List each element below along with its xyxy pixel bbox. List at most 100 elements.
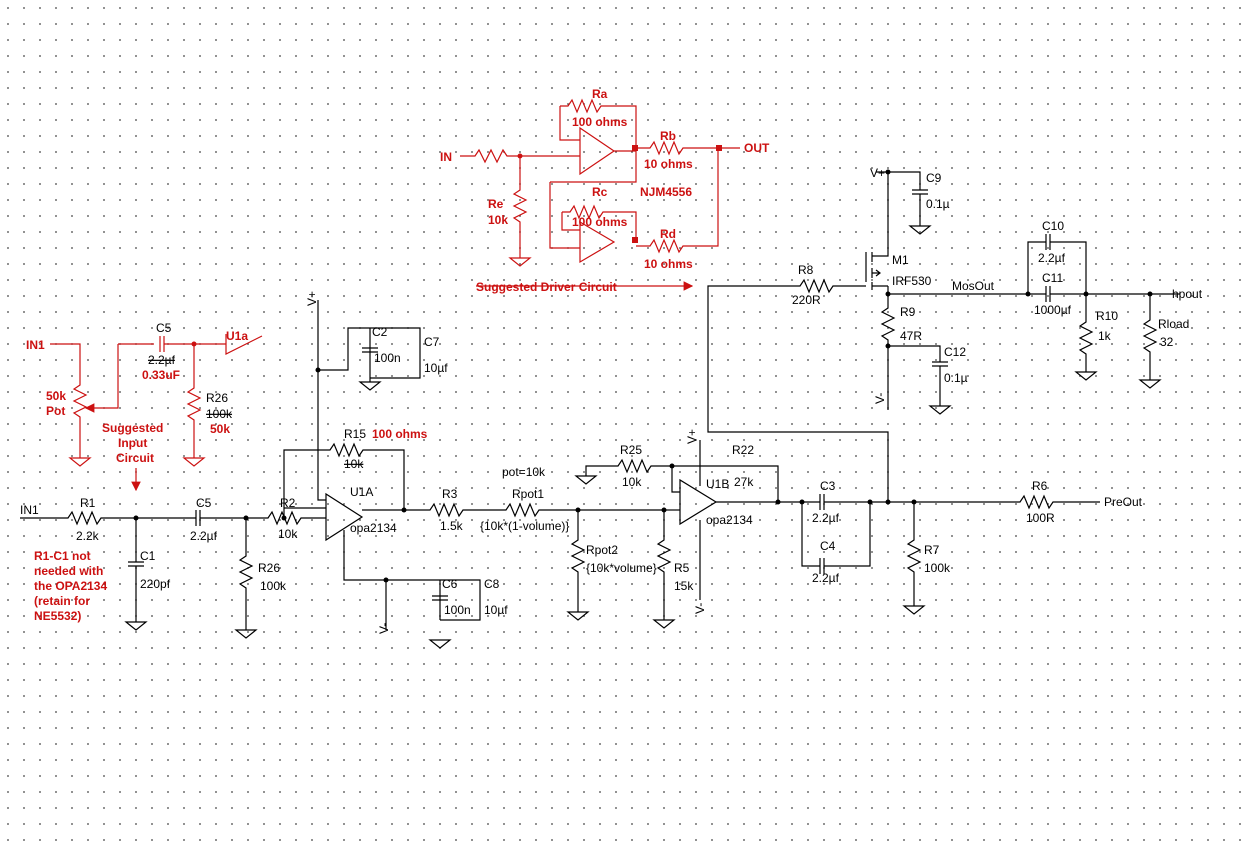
c12-value: 0.1µ xyxy=(944,371,968,385)
c10-value: 2.2µf xyxy=(1038,251,1066,265)
rload-resistor xyxy=(1142,294,1158,380)
driver-opamp-a xyxy=(579,126,616,176)
r22-value: 27k xyxy=(734,475,754,489)
rc-name: Rc xyxy=(592,185,608,199)
c12-name: C12 xyxy=(944,345,966,359)
c10-name: C10 xyxy=(1042,219,1064,233)
r1-c1-note: R1-C1 not needed with the OPA2134 (retai… xyxy=(34,549,107,623)
r25-value: 10k xyxy=(622,475,642,489)
c2-value: 100n xyxy=(374,351,401,365)
input-caption-2: Input xyxy=(118,436,147,450)
rload-value: 32 xyxy=(1160,335,1174,349)
c4-value: 2.2µf xyxy=(812,571,840,585)
re-value: 10k xyxy=(488,213,508,227)
u1b-opamp xyxy=(679,478,718,526)
pot-value: 50k xyxy=(46,389,66,403)
input-caption-3: Circuit xyxy=(116,451,154,465)
c6-value: 100n xyxy=(444,603,471,617)
r8-gate-wire xyxy=(707,278,889,502)
c11-name: C11 xyxy=(1042,271,1063,285)
r7-value: 100k xyxy=(924,561,951,575)
driver-chip-label: NJM4556 xyxy=(640,185,692,199)
hpout-label: hpout xyxy=(1172,287,1203,301)
rload-ground-icon xyxy=(1138,379,1162,389)
rpot2-ground-icon xyxy=(566,611,590,621)
ra-name: Ra xyxy=(592,87,608,101)
c8-name: C8 xyxy=(484,577,500,591)
c8-value: 10µf xyxy=(484,603,508,617)
m1-name: M1 xyxy=(892,253,909,267)
rd-value: 10 ohms xyxy=(644,257,693,271)
c4-name: C4 xyxy=(820,539,836,553)
rpot2-value: {10k*volume} xyxy=(586,561,657,575)
r15-new-value: 100 ohms xyxy=(372,427,428,441)
vplus-label-u1b: V+ xyxy=(685,429,699,444)
c12-ground-icon xyxy=(928,405,952,415)
driver-input-resistor-path xyxy=(460,148,580,164)
pot-directive: pot=10k xyxy=(502,465,546,479)
rc-resistor xyxy=(562,204,637,240)
u1a-name: U1A xyxy=(350,485,373,499)
c2-c7-decoupling xyxy=(318,327,421,382)
re-resistor xyxy=(512,156,528,258)
r10-ground-icon xyxy=(1074,371,1098,381)
c7-name: C7 xyxy=(424,335,440,349)
rpot1-name: Rpot1 xyxy=(512,487,544,501)
r5-resistor xyxy=(656,510,672,620)
c5-value: 2.2µf xyxy=(190,529,218,543)
note-line-2: needed with xyxy=(34,564,103,578)
r8-name: R8 xyxy=(798,263,814,277)
r5-name: R5 xyxy=(674,561,690,575)
c5-name: C5 xyxy=(196,496,212,510)
c12-capacitor xyxy=(888,345,948,406)
r15-old-value: 10k xyxy=(344,457,364,471)
c9-capacitor xyxy=(876,171,928,226)
rpot2-resistor xyxy=(570,510,586,612)
mosout-wire xyxy=(888,286,1180,302)
input-caption-1: Suggested xyxy=(102,421,163,435)
input-chain-wire xyxy=(20,510,326,526)
r10-name: R10 xyxy=(1096,309,1118,323)
in1-label: IN1 xyxy=(20,503,39,517)
r7-ground-icon xyxy=(902,605,926,615)
r3-rpot1-wire xyxy=(362,502,664,518)
r5-value: 15k xyxy=(674,579,694,593)
driver-circuit: IN OUT Ra 100 ohms Rb 10 ohms Rc 100 ohm… xyxy=(440,87,770,294)
r7-resistor xyxy=(906,502,922,606)
r1-name: R1 xyxy=(80,496,96,510)
c5-new-value: 0.33uF xyxy=(142,368,180,382)
r26-ground-icon xyxy=(182,457,206,467)
r26-ground-icon xyxy=(234,629,258,639)
r26-resistor xyxy=(238,518,254,630)
r26-new-value: 50k xyxy=(210,422,230,436)
ra-value: 100 ohms xyxy=(572,115,628,129)
r26-suggest xyxy=(186,344,202,458)
r8-value: 220R xyxy=(792,293,821,307)
input-circuit-suggestion: IN1 50k Pot C5 2.2µf 0.33uF U1a R26 100k… xyxy=(26,321,263,492)
c10-capacitor xyxy=(1027,234,1087,294)
r9-name: R9 xyxy=(900,305,916,319)
vminus-label-u1a: V- xyxy=(377,623,391,634)
c2-name: C2 xyxy=(372,325,388,339)
c3-name: C3 xyxy=(820,479,836,493)
vplus-label-u1a: V+ xyxy=(305,291,319,306)
u1a-suggest-label: U1a xyxy=(226,329,248,343)
r3-value: 1.5k xyxy=(440,519,464,533)
r2-value: 10k xyxy=(278,527,298,541)
c9-value: 0.1µ xyxy=(926,197,950,211)
vminus-label-mos: V- xyxy=(873,393,887,404)
c5-old-value: 2.2µf xyxy=(148,353,176,367)
c1-name: C1 xyxy=(140,549,156,563)
driver-caption: Suggested Driver Circuit xyxy=(476,280,617,294)
c5-suggest xyxy=(118,336,226,352)
c1-capacitor xyxy=(128,518,144,622)
r9-value: 47R xyxy=(900,329,922,343)
rd-resistor xyxy=(636,148,719,254)
r26-old-value: 100k xyxy=(206,407,233,421)
r15-name: R15 xyxy=(344,427,366,441)
vplus-rail-u1a xyxy=(317,300,326,501)
c11-value: 1000µf xyxy=(1034,303,1072,317)
r2-name: R2 xyxy=(280,496,296,510)
r6-name: R6 xyxy=(1032,479,1048,493)
